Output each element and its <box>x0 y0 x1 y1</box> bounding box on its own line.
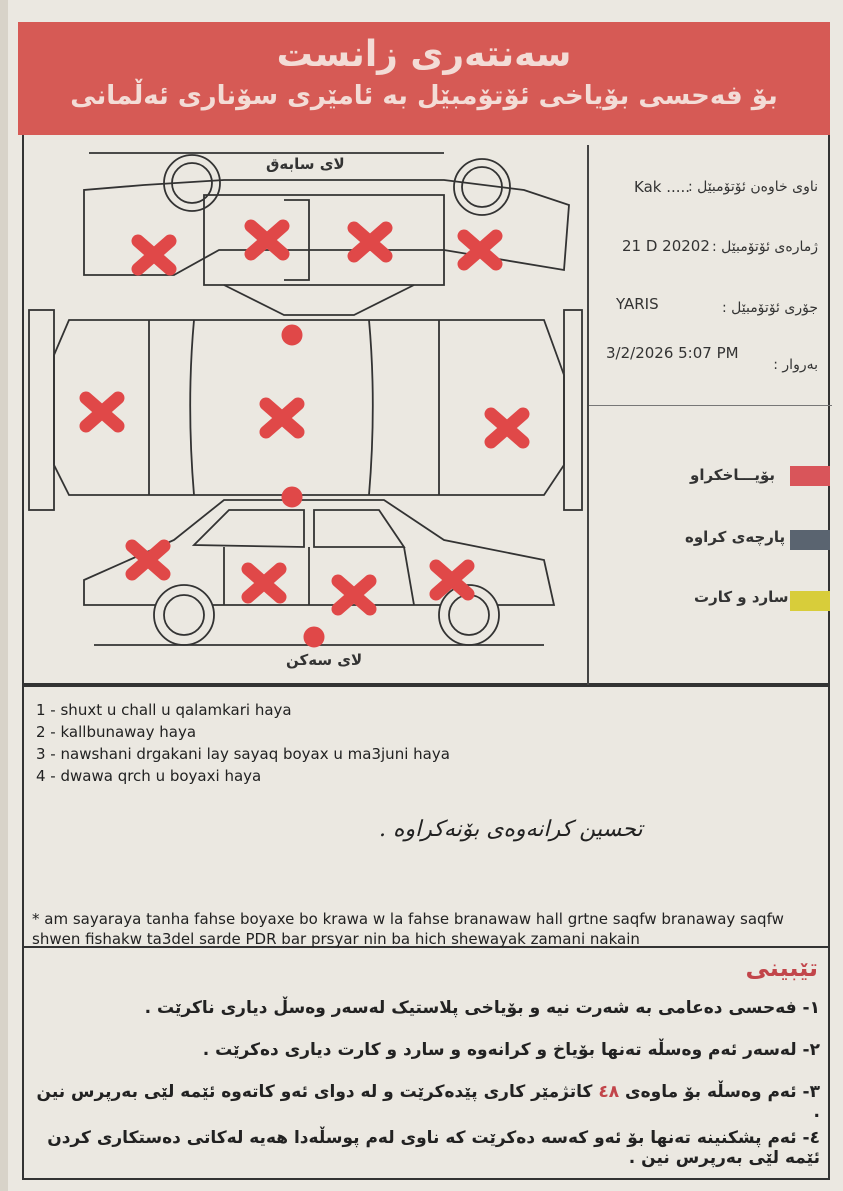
finding-item: 1 - shuxt u chall u qalamkari haya <box>36 701 292 719</box>
date-value: 3/2/2026 5:07 PM <box>606 344 739 362</box>
car-top-view <box>83 152 570 316</box>
finding-item: 2 - kallbunaway haya <box>36 723 197 741</box>
owner-label: ناوی خاوەن ئۆتۆمبێل : <box>687 179 818 195</box>
legend-painted-label: بۆیـــاخکراو <box>690 466 776 484</box>
finding-item: 3 - nawshani drgakani lay sayaq boyax u … <box>36 745 450 763</box>
paint-mark <box>429 559 475 601</box>
paint-mark <box>125 539 171 581</box>
note-4: ٤- ئەم پشکنینە تەنها بۆ ئەو کەسە دەکرێت … <box>47 1128 820 1168</box>
note-2: ٢- لەسەر ئەم وەسڵە تەنها بۆیاخ و کرانەوە… <box>202 1040 820 1060</box>
paint-mark <box>331 574 377 616</box>
owner-value: Kak ..... <box>634 178 691 196</box>
model-value: YARIS <box>616 295 659 313</box>
paint-mark <box>241 562 287 604</box>
car-plan-view <box>28 309 583 511</box>
legend-cold-swatch <box>790 591 830 611</box>
disclaimer: * am sayaraya tanha fahse boyaxe bo kraw… <box>32 910 784 948</box>
paint-mark <box>79 391 125 433</box>
legend-opened-swatch <box>790 530 830 550</box>
paint-mark <box>244 219 290 261</box>
notes-title: تێبینی <box>745 954 818 982</box>
paint-mark <box>347 221 393 263</box>
divider <box>589 405 832 406</box>
date-label: بەروار : <box>773 357 818 373</box>
finding-item: 4 - dwawa qrch u boyaxi haya <box>36 767 262 785</box>
header: سەنتەری زانست بۆ فەحسی بۆیاخی ئۆتۆمبێل ب… <box>18 22 830 135</box>
legend-opened-label: پارچەی کراوە <box>685 528 786 546</box>
car-side-view <box>83 499 556 646</box>
paint-dot <box>303 626 325 648</box>
note-3-start: ٣- ئەم وەسڵە بۆ ماوەی <box>625 1082 820 1102</box>
notes-section: تێبینی ١- فەحسی دەعامی بە شەرت نیە و بۆی… <box>22 948 830 1180</box>
car-diagram <box>28 152 583 648</box>
note-3-hours: ٤٨ <box>598 1082 620 1102</box>
paint-dot <box>281 324 303 346</box>
inspection-panel: لای سابەق لای سەکن ناوی خاوەن ئۆتۆمبێل :… <box>22 135 832 685</box>
center-title: سەنتەری زانست <box>276 34 572 75</box>
center-subtitle: بۆ فەحسی بۆیاخی ئۆتۆمبێل بە ئامێری سۆنار… <box>70 81 778 111</box>
handwritten-note: تحسین کرانەوەی بۆنەکراوە . <box>379 817 643 842</box>
plate-label: ژمارەی ئۆتۆمبێل : <box>711 239 818 255</box>
note-3-end: کاتژمێر کاری پێدەکرێت و لە دوای ئەو کاتە… <box>36 1082 820 1122</box>
findings-section: 1 - shuxt u chall u qalamkari haya 2 - k… <box>22 685 830 948</box>
divider <box>587 145 589 685</box>
note-1: ١- فەحسی دەعامی بە شەرت نیە و بۆیاخی پلا… <box>144 998 820 1018</box>
model-label: جۆری ئۆتۆمبێل : <box>721 300 818 316</box>
paint-dot <box>281 486 303 508</box>
legend-painted-swatch <box>790 466 830 486</box>
note-3: ٣- ئەم وەسڵە بۆ ماوەی ٤٨ کاتژمێر کاری پێ… <box>30 1082 820 1122</box>
paint-mark <box>131 234 177 276</box>
paper <box>8 0 843 1191</box>
findings-list: 1 - shuxt u chall u qalamkari haya 2 - k… <box>36 699 450 787</box>
paint-mark <box>484 407 530 449</box>
front-side-label: لای سابەق <box>266 155 345 173</box>
paint-mark <box>259 397 305 439</box>
rear-side-label: لای سەکن <box>286 651 363 669</box>
legend-cold-label: سارد و کارت <box>694 588 789 606</box>
paint-mark <box>457 229 503 271</box>
plate-value: 21 D 20202 <box>622 237 710 255</box>
